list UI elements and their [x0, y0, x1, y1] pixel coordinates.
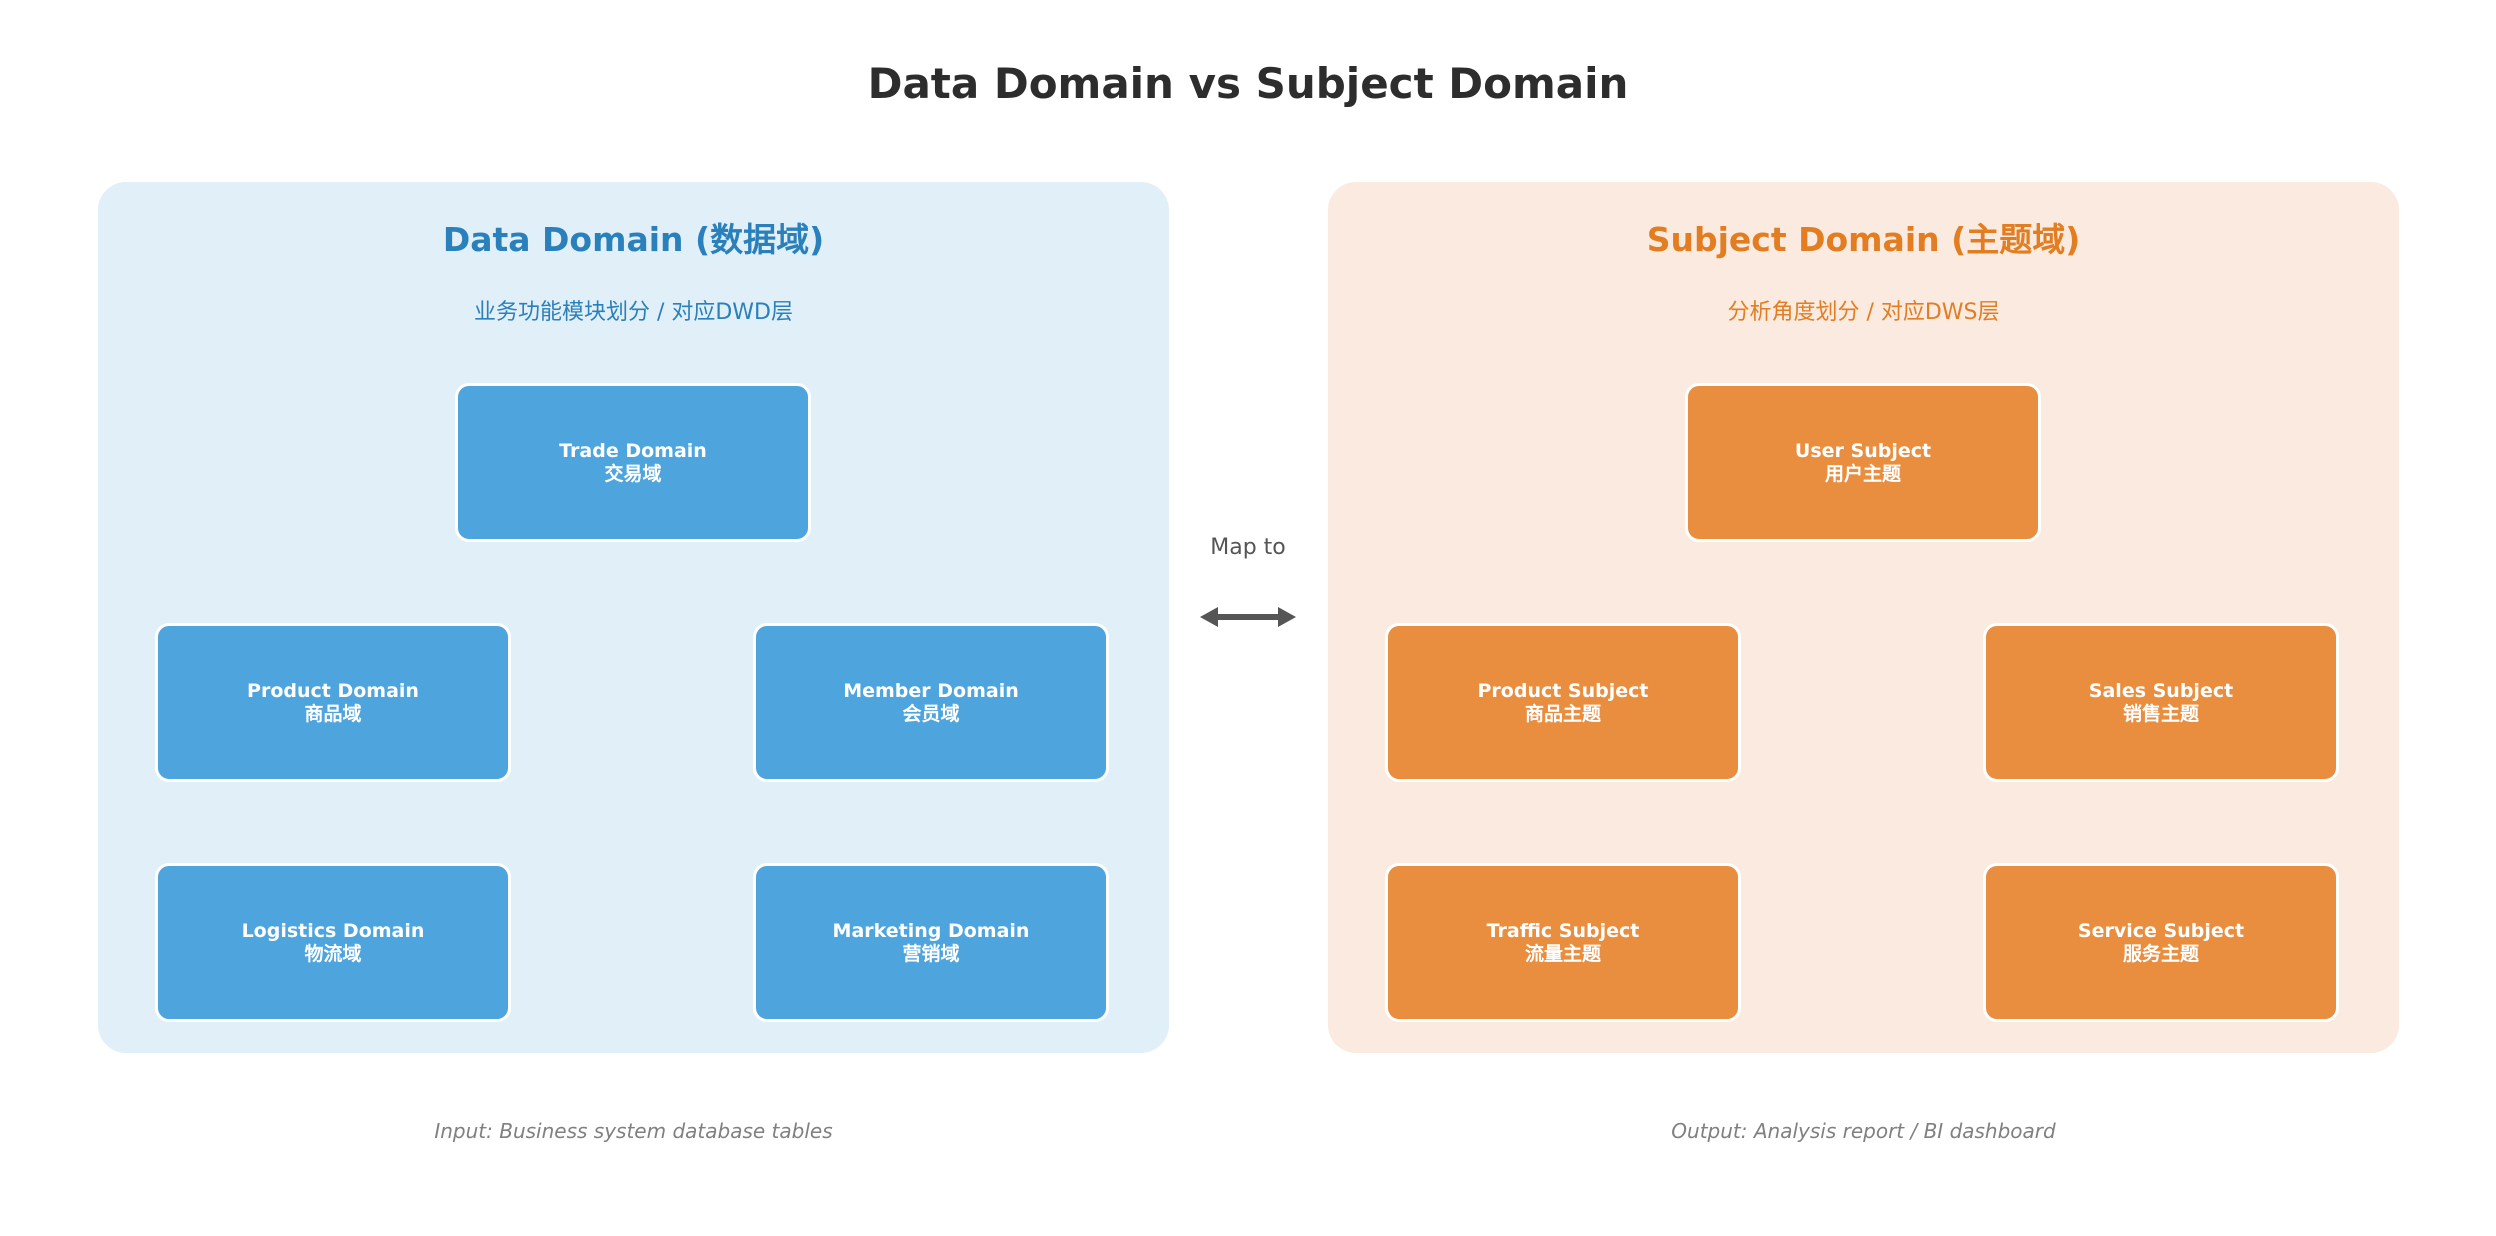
input-footnote: Input: Business system database tables — [434, 1119, 833, 1143]
node-label-en: Product Subject — [1477, 679, 1649, 702]
node-trade-domain: Trade Domain 交易域 — [455, 383, 811, 542]
node-marketing-domain: Marketing Domain 营销域 — [753, 863, 1109, 1022]
node-service-subject: Service Subject 服务主题 — [1983, 863, 2339, 1022]
node-product-subject: Product Subject 商品主题 — [1385, 623, 1741, 782]
node-label-en: Service Subject — [2077, 919, 2245, 942]
page-title: Data Domain vs Subject Domain — [867, 59, 1629, 108]
node-label-en: Logistics Domain — [241, 919, 425, 942]
node-label-en: Marketing Domain — [832, 919, 1030, 942]
node-user-subject: User Subject 用户主题 — [1685, 383, 2041, 542]
data-domain-subtitle: 业务功能模块划分 / 对应DWD层 — [473, 300, 794, 325]
node-label-zh: 销售主题 — [2122, 702, 2199, 725]
subject-domain-panel: Subject Domain (主题域) 分析角度划分 / 对应DWS层 Use… — [1328, 182, 2399, 1053]
node-label-zh: 物流域 — [304, 942, 362, 965]
node-label-zh: 会员域 — [902, 702, 960, 725]
node-label-zh: 商品域 — [304, 702, 362, 725]
node-product-domain: Product Domain 商品域 — [155, 623, 511, 782]
node-member-domain: Member Domain 会员域 — [753, 623, 1109, 782]
node-label-zh: 营销域 — [902, 942, 960, 965]
node-label-zh: 服务主题 — [2122, 942, 2199, 965]
node-label-en: Traffic Subject — [1486, 919, 1640, 942]
double-arrow-icon — [1200, 607, 1296, 627]
node-label-zh: 商品主题 — [1524, 702, 1601, 725]
node-label-zh: 交易域 — [604, 462, 662, 485]
node-label-en: Member Domain — [843, 679, 1019, 702]
node-label-en: Product Domain — [247, 679, 419, 702]
node-logistics-domain: Logistics Domain 物流域 — [155, 863, 511, 1022]
subject-domain-subtitle: 分析角度划分 / 对应DWS层 — [1727, 300, 2000, 325]
node-traffic-subject: Traffic Subject 流量主题 — [1385, 863, 1741, 1022]
output-footnote: Output: Analysis report / BI dashboard — [1671, 1119, 2056, 1143]
node-label-en: User Subject — [1794, 439, 1932, 462]
node-label-zh: 用户主题 — [1824, 462, 1901, 485]
subject-domain-title: Subject Domain (主题域) — [1646, 220, 2081, 259]
node-label-zh: 流量主题 — [1524, 942, 1601, 965]
node-label-en: Sales Subject — [2088, 679, 2234, 702]
map-to-label: Map to — [1210, 535, 1286, 560]
data-domain-title: Data Domain (数据域) — [442, 220, 825, 259]
node-sales-subject: Sales Subject 销售主题 — [1983, 623, 2339, 782]
data-domain-panel: Data Domain (数据域) 业务功能模块划分 / 对应DWD层 Trad… — [98, 182, 1169, 1053]
node-label-en: Trade Domain — [559, 439, 707, 462]
